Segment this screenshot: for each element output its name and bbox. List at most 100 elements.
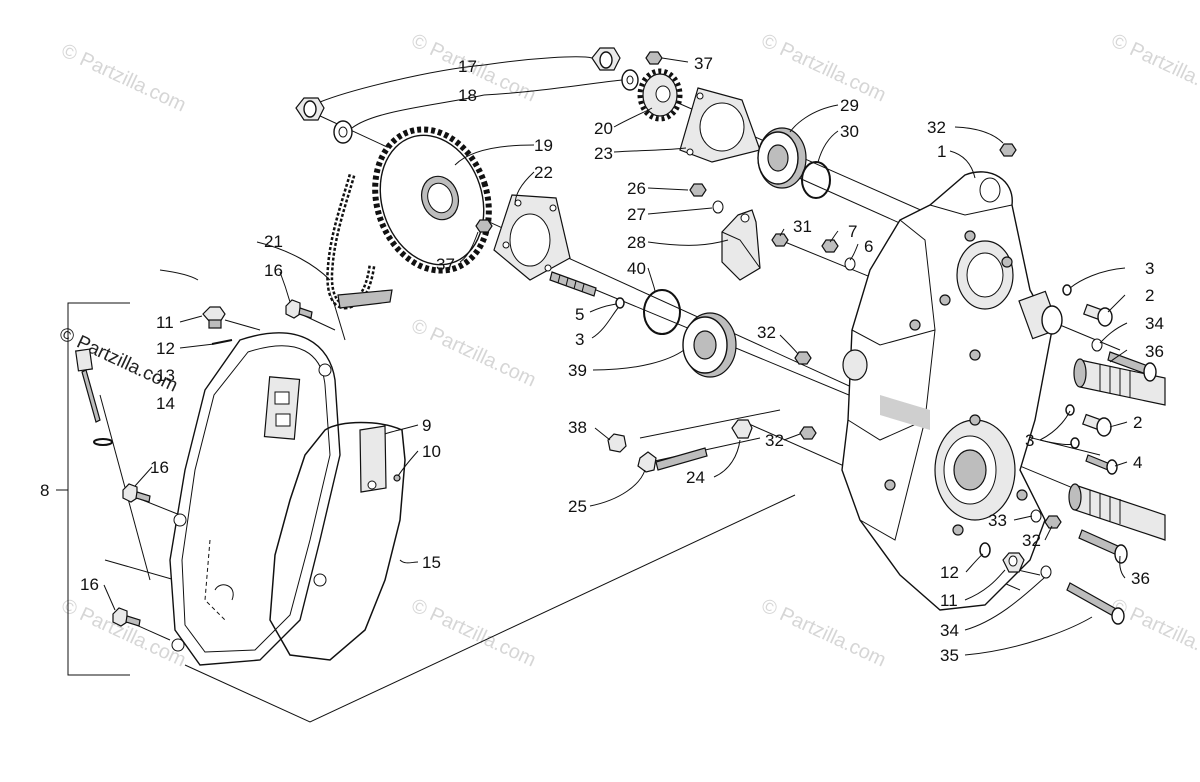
callout-32: 32 [1022, 531, 1041, 550]
callout-11: 11 [940, 591, 958, 610]
callout-13: 13 [156, 366, 175, 385]
callout-10: 10 [422, 442, 441, 461]
callout-32: 32 [927, 118, 946, 137]
callout-33: 33 [988, 511, 1007, 530]
callout-19: 19 [534, 136, 553, 155]
bolt-25 [637, 447, 708, 473]
washer-34-upper [1091, 338, 1103, 352]
nut-32-right [1044, 515, 1062, 529]
callout-5: 5 [575, 305, 584, 324]
nut-26 [689, 183, 707, 197]
callout-17: 17 [458, 57, 477, 76]
bolt-16-middle [122, 483, 151, 503]
bolt-38 [607, 433, 627, 453]
callout-1: 1 [937, 142, 946, 161]
callout-14: 14 [156, 394, 175, 413]
washer-18-left [333, 120, 353, 144]
washer-33 [1030, 509, 1042, 523]
callout-37: 37 [694, 54, 713, 73]
callout-3: 3 [1025, 431, 1034, 450]
callout-23: 23 [594, 144, 613, 163]
callout-36: 36 [1145, 342, 1164, 361]
callout-28: 28 [627, 233, 646, 252]
washer-18-top [621, 69, 639, 91]
watermark: © Partzilla.com [1108, 595, 1200, 672]
callout-3: 3 [1145, 259, 1154, 278]
callout-34: 34 [1145, 314, 1164, 333]
callout-36: 36 [1131, 569, 1150, 588]
callout-32: 32 [757, 323, 776, 342]
callout-7: 7 [848, 222, 857, 241]
callout-22: 22 [534, 163, 553, 182]
chain-tensioner-bracket-28 [721, 209, 761, 281]
o-ring-14 [93, 438, 113, 446]
nut-31 [771, 233, 789, 247]
callout-24: 24 [686, 468, 705, 487]
bolt-4 [1085, 454, 1118, 475]
dipstick-13 [74, 348, 101, 423]
callout-39: 39 [568, 361, 587, 380]
o-ring-30 [801, 161, 831, 199]
bolt-16-bottom [112, 607, 141, 627]
watermark: © Partzilla.com [58, 40, 189, 117]
nut-17-left [295, 97, 325, 121]
o-ring-12-bottom [979, 542, 991, 558]
leader-lines [103, 56, 1128, 656]
bolt-35 [1066, 582, 1125, 625]
bearing-plate-22 [493, 194, 571, 281]
drive-shaft-lower [1068, 483, 1166, 541]
callout-16: 16 [80, 575, 99, 594]
callout-26: 26 [627, 179, 646, 198]
bearing-39 [682, 312, 737, 378]
washer-27 [712, 200, 724, 214]
watermark: © Partzilla.com [58, 595, 189, 672]
nut-32-lower [799, 426, 817, 440]
callout-12: 12 [156, 339, 175, 358]
bearing-plate-23 [679, 87, 761, 163]
callout-27: 27 [627, 205, 646, 224]
bearing-29 [757, 127, 807, 189]
o-ring-3-c [1070, 437, 1080, 449]
nut-24 [731, 419, 753, 439]
callout-4: 4 [1133, 453, 1142, 472]
watermark: © Partzilla.com [408, 315, 539, 392]
large-sprocket [372, 126, 492, 274]
nut-7 [821, 239, 839, 253]
callout-6: 6 [864, 237, 873, 256]
callout-40: 40 [627, 259, 646, 278]
nut-32-top [999, 143, 1017, 157]
callout-21: 21 [264, 232, 283, 251]
watermark: © Partzilla.com [56, 323, 181, 396]
watermark: © Partzilla.com [758, 595, 889, 672]
callout-16: 16 [264, 261, 283, 280]
nut-37-top [645, 51, 663, 65]
screw-10 [393, 474, 401, 482]
watermark: © Partzilla.com [408, 595, 539, 672]
drain-plug-11-bottom [1002, 552, 1025, 573]
chaincase-cover [169, 332, 341, 666]
callout-11: 11 [156, 313, 174, 332]
callout-12: 12 [940, 563, 959, 582]
callout-16: 16 [150, 458, 169, 477]
o-ring-40 [643, 289, 681, 335]
cover-plate-9 [359, 425, 387, 493]
stud-5 [549, 271, 597, 297]
drain-plug-11-top [202, 306, 226, 329]
chaincase-housing [841, 171, 1063, 611]
callout-30: 30 [840, 122, 859, 141]
bolt-36-lower [1078, 529, 1128, 564]
callout-34: 34 [940, 621, 959, 640]
plug-2-upper [1083, 303, 1113, 327]
callout-2: 2 [1145, 286, 1154, 305]
watermark: © Partzilla.com [1108, 30, 1200, 107]
bolt-36-upper [1107, 351, 1157, 382]
callout-15: 15 [422, 553, 441, 572]
callout-20: 20 [594, 119, 613, 138]
o-ring-3-stud [615, 297, 625, 309]
cover-gasket-15 [269, 421, 406, 661]
callout-25: 25 [568, 497, 587, 516]
nut-32-middle [794, 351, 812, 365]
callout-2: 2 [1133, 413, 1142, 432]
nut-17-top [591, 47, 621, 71]
